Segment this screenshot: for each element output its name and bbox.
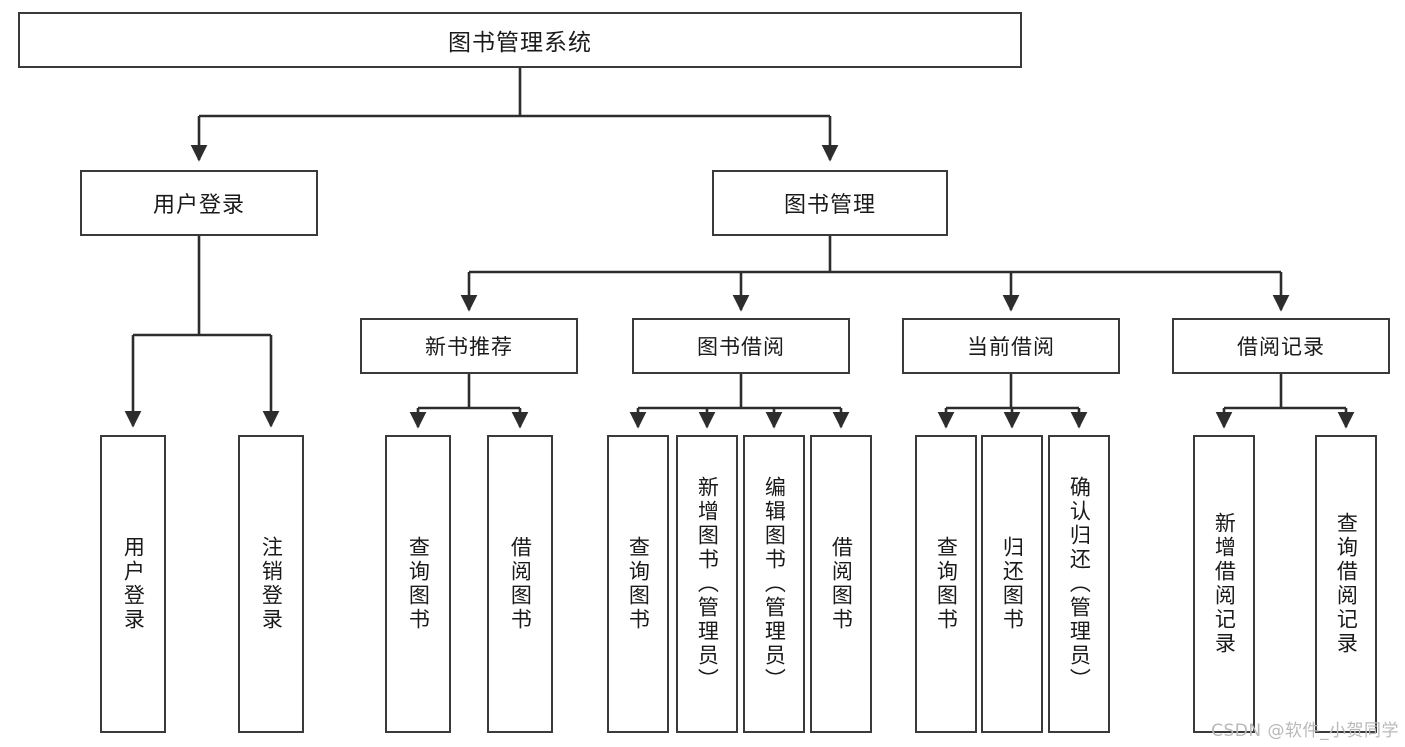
leaf-borrow-book-1-label: 借阅图书: [508, 536, 533, 632]
node-root[interactable]: 图书管理系统: [18, 12, 1022, 68]
leaf-edit-book[interactable]: 编辑图书（管理员）: [743, 435, 805, 733]
leaf-confirm-return-label: 确认归还（管理员）: [1067, 476, 1092, 692]
leaf-add-record[interactable]: 新增借阅记录: [1193, 435, 1255, 733]
node-root-label: 图书管理系统: [448, 30, 592, 56]
leaf-query-book-2[interactable]: 查询图书: [607, 435, 669, 733]
leaf-query-book-1[interactable]: 查询图书: [385, 435, 451, 733]
leaf-add-record-label: 新增借阅记录: [1212, 512, 1237, 656]
leaf-query-book-1-label: 查询图书: [406, 536, 431, 632]
node-new-book-recommend[interactable]: 新书推荐: [360, 318, 578, 374]
leaf-query-record[interactable]: 查询借阅记录: [1315, 435, 1377, 733]
leaf-borrow-book-1[interactable]: 借阅图书: [487, 435, 553, 733]
node-borrow-record-label: 借阅记录: [1237, 335, 1325, 359]
leaf-query-record-label: 查询借阅记录: [1334, 512, 1359, 656]
node-borrow-record[interactable]: 借阅记录: [1172, 318, 1390, 374]
node-book-manage[interactable]: 图书管理: [712, 170, 948, 236]
leaf-user-logout-label: 注销登录: [259, 536, 284, 632]
leaf-user-login-label: 用户登录: [121, 536, 146, 632]
leaf-borrow-book-2[interactable]: 借阅图书: [810, 435, 872, 733]
leaf-add-book[interactable]: 新增图书（管理员）: [676, 435, 738, 733]
node-new-book-recommend-label: 新书推荐: [425, 335, 513, 359]
node-user-login-label: 用户登录: [152, 193, 245, 218]
node-book-borrow-label: 图书借阅: [697, 335, 785, 359]
node-current-borrow-label: 当前借阅: [967, 335, 1055, 359]
leaf-user-logout[interactable]: 注销登录: [238, 435, 304, 733]
leaf-user-login[interactable]: 用户登录: [100, 435, 166, 733]
leaf-query-book-2-label: 查询图书: [626, 536, 651, 632]
leaf-return-book-label: 归还图书: [1000, 536, 1025, 632]
node-current-borrow[interactable]: 当前借阅: [902, 318, 1120, 374]
node-book-borrow[interactable]: 图书借阅: [632, 318, 850, 374]
leaf-return-book[interactable]: 归还图书: [981, 435, 1043, 733]
leaf-confirm-return[interactable]: 确认归还（管理员）: [1048, 435, 1110, 733]
watermark: CSDN @软件_小贺同学: [1211, 721, 1399, 741]
leaf-borrow-book-2-label: 借阅图书: [829, 536, 854, 632]
leaf-edit-book-label: 编辑图书（管理员）: [762, 476, 787, 692]
node-user-login[interactable]: 用户登录: [80, 170, 318, 236]
leaf-query-book-3-label: 查询图书: [934, 536, 959, 632]
node-book-manage-label: 图书管理: [783, 193, 876, 218]
leaf-add-book-label: 新增图书（管理员）: [695, 476, 720, 692]
leaf-query-book-3[interactable]: 查询图书: [915, 435, 977, 733]
